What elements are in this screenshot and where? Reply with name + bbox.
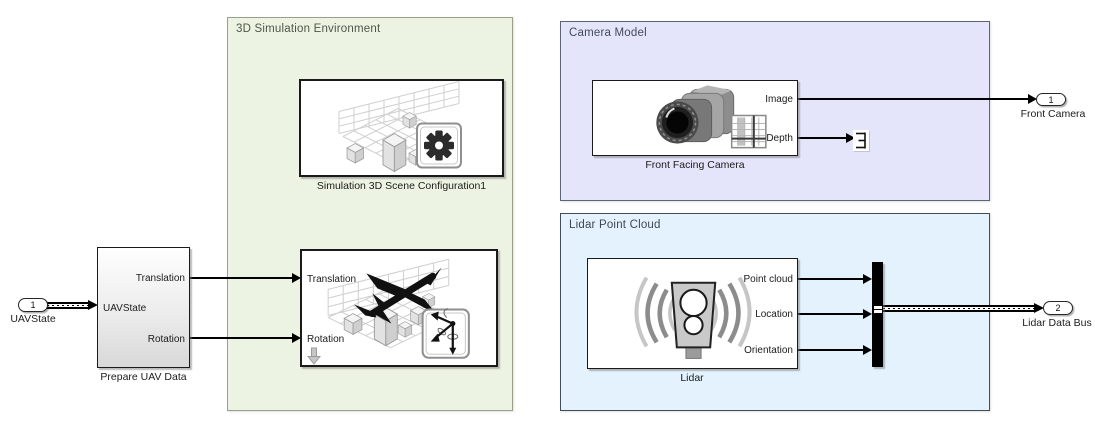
port-label-orientation: Orientation [744,345,793,356]
wire-image[interactable] [798,98,1028,100]
wire-translation[interactable] [190,277,292,279]
block-name-scene-configuration[interactable]: Simulation 3D Scene Configuration1 [316,180,487,192]
calibration-grid-icon [730,114,767,149]
block-front-facing-camera[interactable]: Image Depth [592,80,798,156]
region-title: 3D Simulation Environment [236,23,381,35]
port-label-image: Image [765,94,793,105]
uav-plane-icon [354,267,442,324]
outport-number: 1 [1048,94,1054,105]
inport-number: 1 [30,300,36,310]
port-label-translation: Translation [135,273,185,284]
wire-orientation[interactable] [798,349,863,351]
outport-front-camera[interactable]: 1 [1036,93,1066,106]
port-label-point-cloud: Point cloud [743,274,793,285]
port-label-translation: Translation [307,274,357,285]
block-prepare-uav-data[interactable]: Translation UAVState Rotation [97,247,190,368]
inport-uavstate-label: UAVState [10,313,56,325]
outport-number: 2 [1055,303,1061,313]
outport-front-camera-label: Front Camera [1020,108,1086,120]
block-name-front-facing-camera[interactable]: Front Facing Camera [645,159,745,171]
bus-creator-output-notch [873,306,882,313]
block-lidar[interactable]: Point cloud Location Orientation [587,258,798,369]
wire-point-cloud[interactable] [798,278,863,280]
wire-image-arrow [1028,94,1037,104]
port-label-depth: Depth [766,133,793,144]
wire-rotation-arrow [292,333,301,343]
wire-orientation-arrow [863,345,872,355]
block-name-lidar[interactable]: Lidar [680,372,704,384]
inport-uavstate[interactable]: 1 [18,298,48,312]
wire-location[interactable] [798,313,863,315]
wire-location-arrow [863,309,872,319]
wire-lidar-data-bus[interactable] [883,305,1034,312]
wire-depth-arrow [846,133,855,143]
wire-point-cloud-arrow [863,274,872,284]
port-label-location: Location [755,309,793,320]
uav-vehicle-icon [327,258,470,359]
block-uav-vehicle[interactable]: Translation Rotation [300,249,498,367]
lidar-sensor-icon [634,276,752,359]
scene-3d-icon [338,81,462,172]
outport-lidar-data-bus-label: Lidar Data Bus [1022,317,1092,329]
down-arrow-icon[interactable] [307,347,321,365]
wire-depth[interactable] [798,137,846,139]
wire-lidar-data-bus-arrow [1034,303,1044,313]
block-name-prepare-uav-data[interactable]: Prepare UAV Data [100,371,187,383]
bus-creator[interactable] [872,262,883,367]
terminator-block[interactable] [853,130,869,151]
terminator-icon [856,132,866,149]
block-simulation-3d-scene-configuration[interactable] [299,79,504,177]
wire-uavstate-bus[interactable] [47,302,88,309]
axes-icon [421,308,470,359]
port-label-uavstate: UAVState [103,303,147,314]
wire-rotation[interactable] [190,337,292,339]
wire-translation-arrow [292,273,301,283]
port-label-rotation: Rotation [147,334,185,345]
region-title: Lidar Point Cloud [569,219,661,231]
port-label-rotation: Rotation [307,334,345,345]
region-title: Camera Model [569,27,647,39]
gear-icon [416,122,462,169]
wire-uavstate-bus-arrow [88,300,98,310]
camera-icon [656,85,767,149]
outport-lidar-data-bus[interactable]: 2 [1043,301,1073,315]
